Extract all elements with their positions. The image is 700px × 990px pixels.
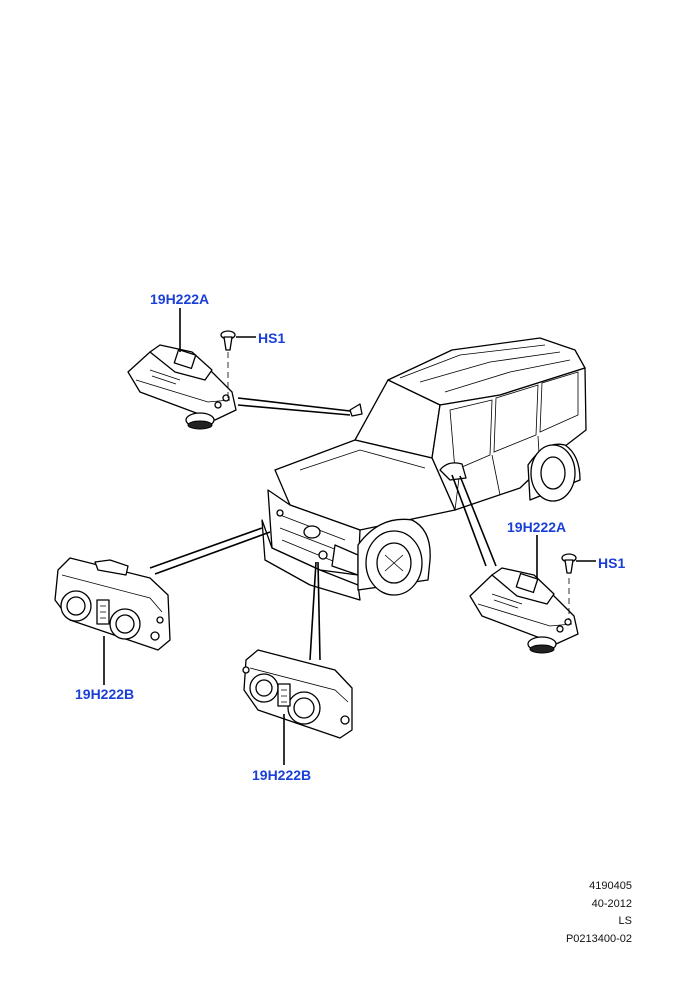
camera-center-part: [242, 649, 353, 739]
screw-right-part: [561, 553, 577, 620]
callout-sensor-right[interactable]: 19H222A: [507, 519, 567, 535]
callout-camera-center[interactable]: 19H222B: [252, 767, 312, 783]
leader-lines: [103, 308, 596, 765]
camera-left-part: [54, 557, 171, 651]
reference-region: LS: [618, 915, 632, 927]
callout-screw-right[interactable]: HS1: [598, 555, 626, 571]
reference-illustration-id: P0213400-02: [565, 933, 632, 945]
callout-camera-left[interactable]: 19H222B: [75, 686, 135, 702]
sensor-top-left-part: [127, 344, 237, 430]
screw-top-left-part: [220, 330, 236, 400]
callout-sensor-top-left[interactable]: 19H222A: [150, 291, 210, 307]
sensor-right-part: [469, 567, 579, 654]
callout-screw-top-left[interactable]: HS1: [258, 330, 286, 346]
vehicle-illustration: [261, 337, 587, 601]
reference-date: 40-2012: [591, 898, 632, 910]
reference-number: 4190405: [589, 880, 632, 892]
